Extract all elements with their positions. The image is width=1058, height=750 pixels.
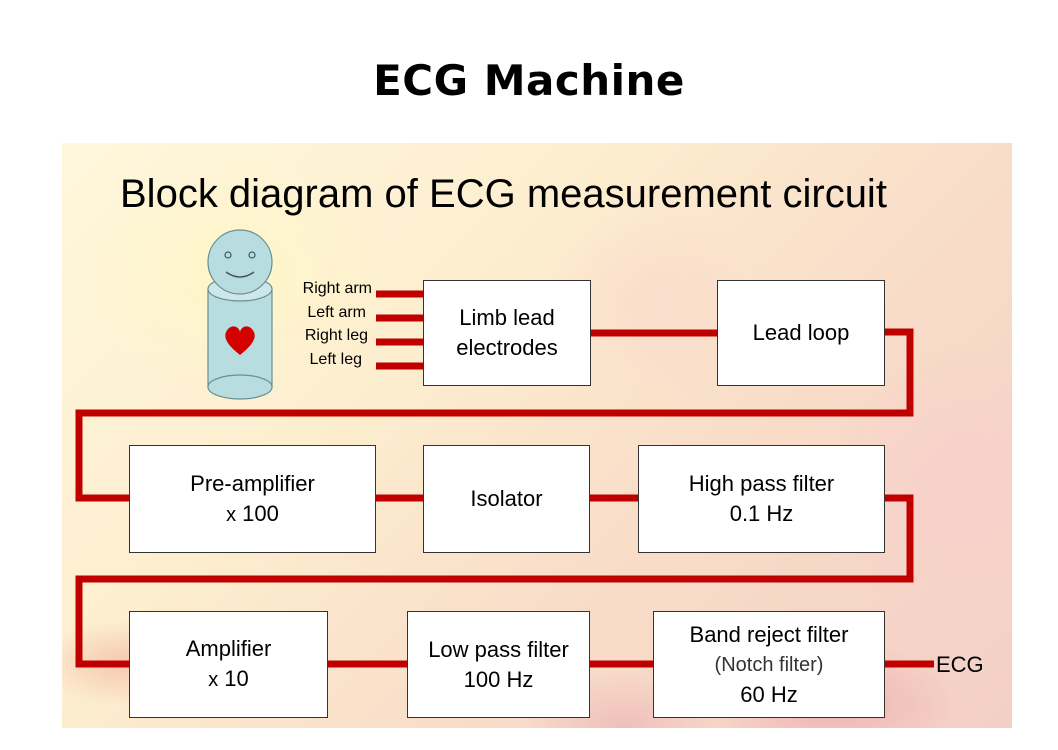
block-label: Lead loop <box>752 320 850 345</box>
block-label: Low pass filter <box>428 636 569 662</box>
lead-loop-block: Lead loop <box>717 280 885 386</box>
multiply-symbol: x <box>208 669 219 691</box>
input-label-left-leg: Left leg <box>309 351 362 368</box>
input-label-left-arm: Left arm <box>307 304 366 321</box>
limb-lead-electrodes-block: Limb lead electrodes <box>423 280 591 386</box>
block-label: High pass filter <box>688 471 835 496</box>
band-reject-filter-block: Band reject filter (Notch filter) 60 Hz <box>653 611 885 718</box>
heart-icon <box>225 326 255 355</box>
page-title: ECG Machine <box>373 56 685 105</box>
block-label: Amplifier <box>185 636 272 661</box>
block-label: Band reject filter <box>689 621 849 647</box>
arrow-lead-loop-to-preamp <box>75 328 914 502</box>
notch-filter-note: (Notch filter) <box>714 653 824 676</box>
patient-figure <box>207 229 273 400</box>
block-label: Isolator <box>470 486 543 511</box>
input-label-right-leg: Right leg <box>304 327 368 344</box>
isolator-block: Isolator <box>423 445 590 553</box>
high-pass-filter-block: High pass filter 0.1 Hz <box>638 445 885 553</box>
input-label-right-arm: Right arm <box>302 280 372 297</box>
gain-value: 10 <box>224 666 249 691</box>
block-label: electrodes <box>456 335 558 360</box>
block-label: Pre-amplifier <box>190 470 315 496</box>
cutoff-frequency: 100 Hz <box>463 666 534 692</box>
arrow-highpass-to-amplifier <box>75 494 914 668</box>
diagram-subtitle: Block diagram of ECG measurement circuit <box>120 172 887 216</box>
reject-frequency: 60 Hz <box>740 681 798 707</box>
face-icon <box>207 229 273 295</box>
low-pass-filter-block: Low pass filter 100 Hz <box>407 611 590 718</box>
block-label: Limb lead <box>459 305 555 330</box>
multiply-symbol: x <box>226 503 237 526</box>
ecg-output-label: ECG <box>936 652 984 677</box>
gain-value: 100 <box>242 500 279 526</box>
cutoff-frequency: 0.1 Hz <box>729 501 794 526</box>
